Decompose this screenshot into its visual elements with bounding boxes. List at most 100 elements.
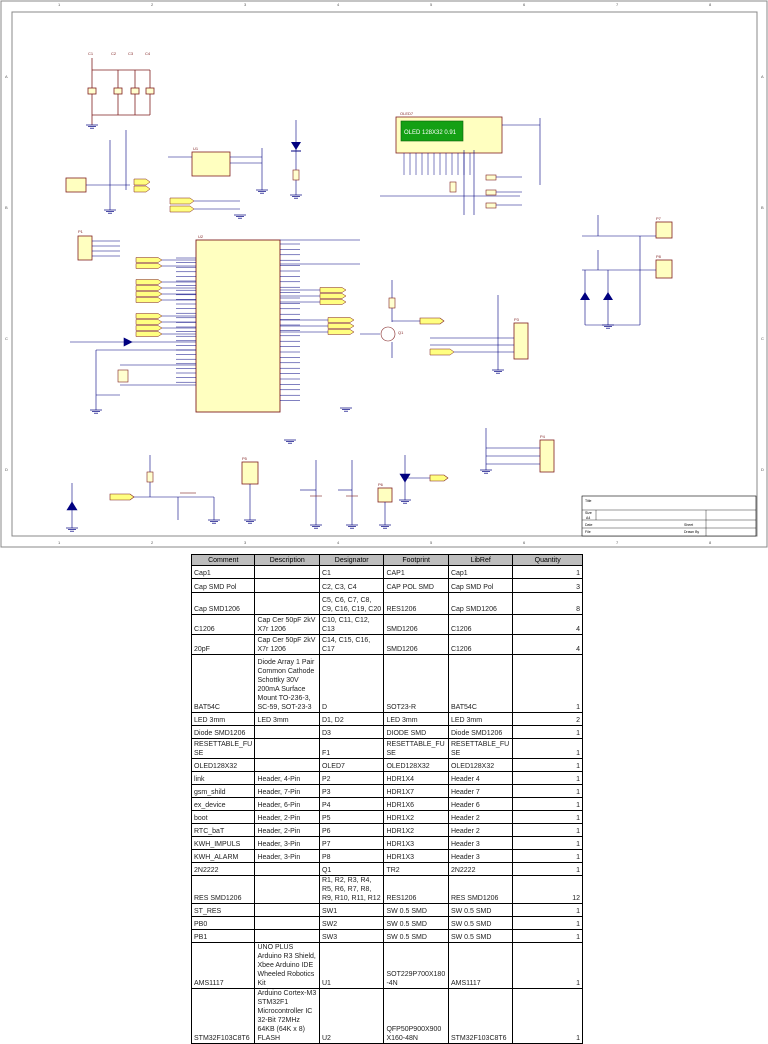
cell-designator: F1	[318, 738, 385, 759]
cell-designator: SW3	[318, 929, 385, 943]
border-row-marker: D	[761, 467, 764, 472]
cap-ref-c1: C1	[88, 51, 94, 56]
cell-libref: RESETTABLE_FUSE	[447, 738, 514, 759]
border-column-marker: 5	[430, 2, 433, 7]
cell-designator: P7	[318, 836, 385, 850]
border-column-marker: 8	[709, 2, 712, 7]
cell-quantity: 8	[512, 592, 583, 615]
border-column-marker: 7	[616, 540, 619, 545]
net-flag	[135, 331, 163, 337]
ex-device-header	[485, 428, 555, 473]
cell-footprint: SMD1206	[383, 614, 449, 635]
border-column-marker: 3	[244, 2, 247, 7]
cell-designator: C1	[318, 565, 385, 579]
net-flag	[135, 257, 163, 263]
cell-quantity: 1	[512, 771, 583, 785]
cell-footprint: SW 0.5 SMD	[383, 916, 449, 930]
cell-comment: LED 3mm	[190, 712, 256, 726]
kwh-headers	[580, 215, 673, 326]
cell-designator: U2	[318, 988, 385, 1044]
net-flag	[319, 287, 347, 293]
rtc-battery-header	[377, 487, 393, 525]
button-sw3	[338, 460, 358, 525]
boot-header-ref: P5	[242, 456, 248, 461]
cell-designator: D	[318, 654, 385, 713]
border-column-marker: 8	[709, 540, 712, 545]
column-header-libref: LibRef	[447, 554, 514, 566]
rtc-header-ref: P6	[378, 482, 384, 487]
cell-designator: P6	[318, 823, 385, 837]
oled-ref: OLED7	[400, 111, 414, 116]
bom-header-row: Comment Description Designator Footprint…	[190, 554, 583, 566]
cell-comment: Cap SMD Pol	[190, 578, 256, 593]
cell-comment: KWH_IMPULS	[190, 836, 256, 850]
mcu-u2	[176, 239, 360, 413]
cell-comment: Diode SMD1206	[190, 725, 256, 739]
cell-footprint: CAP1	[383, 565, 449, 579]
cell-libref: Cap SMD Pol	[447, 578, 514, 593]
cell-designator: OLED7	[318, 758, 385, 772]
cell-designator: C2, C3, C4	[318, 578, 385, 593]
cell-footprint: QFP50P900X900X160-48N	[383, 988, 449, 1044]
net-flag	[135, 279, 163, 285]
net-flag	[135, 313, 163, 319]
cell-comment: RESETTABLE_FUSE	[190, 738, 256, 759]
usb-connector	[65, 130, 151, 210]
cell-description: LED 3mm	[254, 712, 320, 726]
cell-footprint: HDR1X2	[383, 823, 449, 837]
cell-designator: C10, C11, C12, C13	[318, 614, 385, 635]
file-label: File	[585, 530, 591, 534]
cell-designator: SW2	[318, 916, 385, 930]
cell-libref: 2N2222	[447, 862, 514, 876]
ground-symbols	[66, 124, 614, 532]
cell-comment: link	[190, 771, 256, 785]
cell-libref: Cap SMD1206	[447, 592, 514, 615]
cell-description	[254, 592, 320, 615]
cell-libref: STM32F103C8T6	[447, 988, 514, 1044]
cell-designator: D3	[318, 725, 385, 739]
cell-designator: C14, C15, C16, C17	[318, 634, 385, 655]
border-column-marker: 5	[430, 540, 433, 545]
net-flag	[319, 293, 347, 299]
cell-comment: Cap1	[190, 565, 256, 579]
net-flag	[327, 329, 355, 335]
header-p1	[77, 235, 120, 261]
cell-footprint: SW 0.5 SMD	[383, 903, 449, 917]
cell-designator: P4	[318, 797, 385, 811]
border-column-marker: 2	[151, 540, 154, 545]
cap-ref-c3: C3	[128, 51, 134, 56]
net-flag	[135, 285, 163, 291]
date-label: Date	[585, 523, 592, 527]
cell-footprint: RES1206	[383, 592, 449, 615]
cell-quantity: 1	[512, 725, 583, 739]
border-row-marker: C	[5, 336, 8, 341]
cell-comment: BAT54C	[190, 654, 256, 713]
net-flag	[135, 297, 163, 303]
cell-description	[254, 758, 320, 772]
cell-comment: PB0	[190, 916, 256, 930]
regulator-ref: U1	[193, 146, 199, 151]
border-row-marker: A	[5, 74, 8, 79]
cell-comment: RTC_baT	[190, 823, 256, 837]
column-header-comment: Comment	[190, 554, 256, 566]
net-flag	[135, 325, 163, 331]
cell-description: Diode Array 1 Pair Common Cathode Schott…	[254, 654, 320, 713]
cell-description	[254, 903, 320, 917]
cell-libref: SW 0.5 SMD	[447, 916, 514, 930]
cell-quantity: 1	[512, 916, 583, 930]
border-column-marker: 4	[337, 540, 340, 545]
cell-quantity: 4	[512, 634, 583, 655]
boot-net-labels	[169, 197, 240, 213]
title-block: Title Size A4 Date File Sheet Drawn By	[581, 495, 757, 537]
